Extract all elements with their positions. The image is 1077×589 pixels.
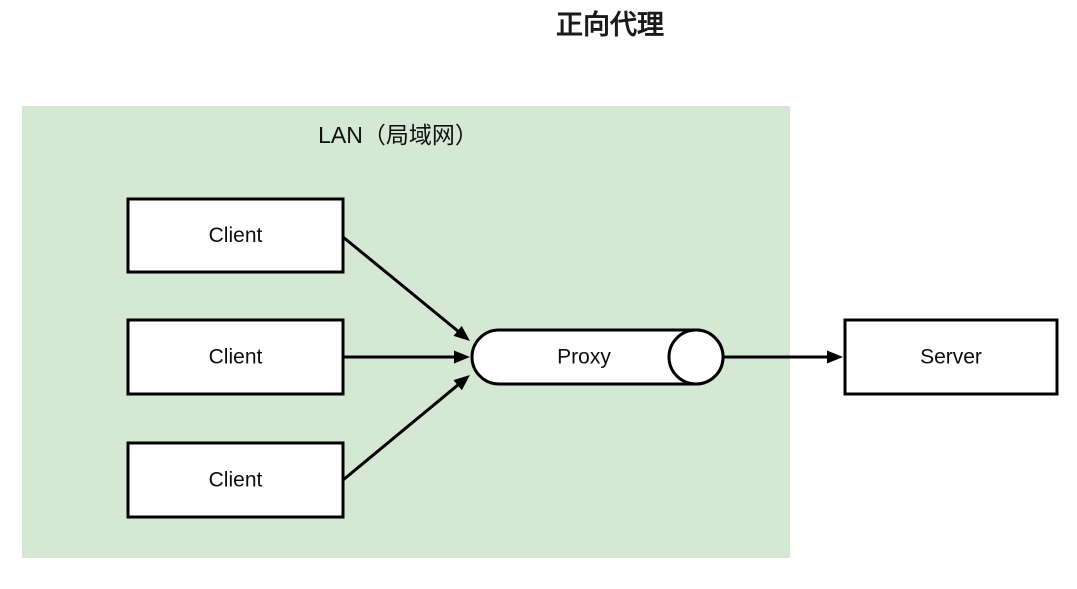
client-2-label: Client [209, 346, 263, 369]
edge-client2-proxy [343, 350, 470, 364]
diagram-title: 正向代理 [556, 9, 664, 40]
node-proxy[interactable]: Proxy [470, 328, 725, 386]
proxy-end-circle [667, 328, 725, 386]
client-1-rect [126, 197, 345, 274]
edge-proxy-server-arrowhead [827, 350, 843, 364]
server-rect [843, 318, 1059, 396]
node-client-3[interactable]: Client [126, 441, 345, 519]
client-3-rect [126, 441, 345, 519]
node-client-1[interactable]: Client [126, 197, 345, 274]
edge-client2-proxy-arrowhead [454, 350, 470, 364]
edge-client1-proxy-line [342, 235, 461, 334]
edge-client3-proxy-line [342, 382, 461, 482]
edge-client3-proxy [342, 375, 470, 482]
server-label: Server [920, 346, 982, 369]
edge-client1-proxy [342, 235, 470, 341]
client-3-label: Client [209, 469, 263, 492]
node-client-2[interactable]: Client [126, 318, 345, 396]
client-2-rect [126, 318, 345, 396]
node-server[interactable]: Server [843, 318, 1059, 396]
edge-proxy-server [723, 350, 843, 364]
lan-zone-label: LAN（局域网） [318, 122, 478, 148]
proxy-label: Proxy [557, 346, 611, 369]
client-1-label: Client [209, 224, 263, 247]
edge-client1-proxy-arrowhead [453, 325, 470, 341]
edge-client3-proxy-arrowhead [453, 375, 470, 391]
edges-layer [342, 235, 843, 482]
